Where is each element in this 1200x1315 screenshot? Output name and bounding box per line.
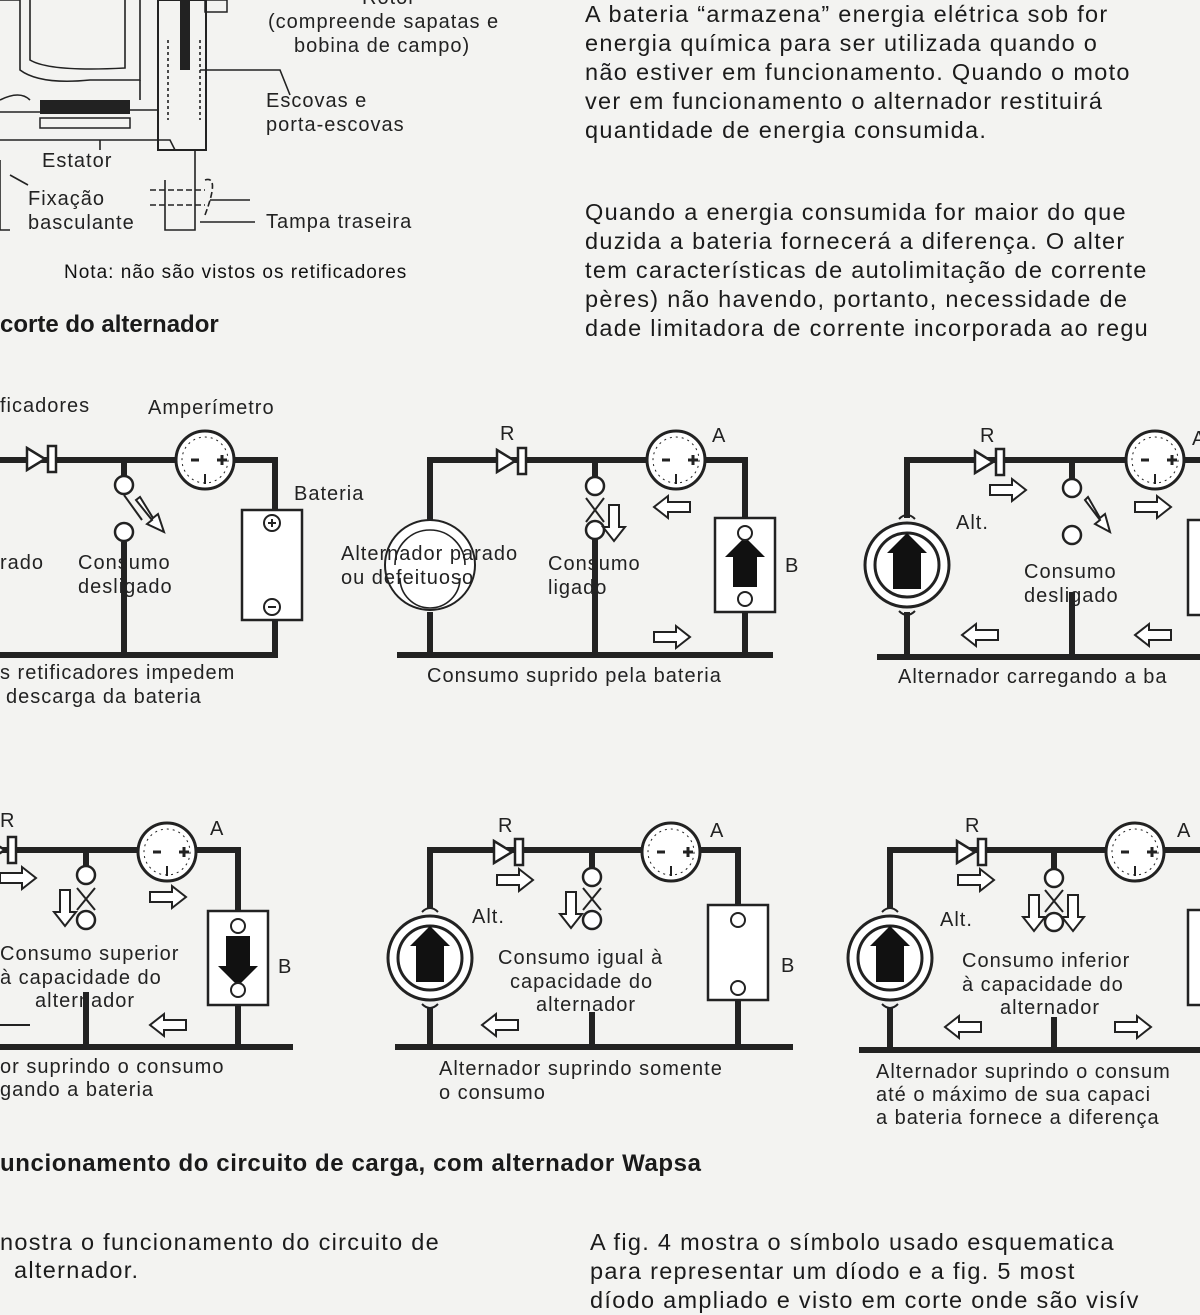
label-nota: Nota: não são vistos os retificadores [64,262,408,283]
paragraph-1-line-2: energia química para ser utilizada quand… [585,30,1099,56]
d1-caption-1: s retificadores impedem [0,662,236,684]
paragraph-1-line-1: A bateria “armazena” energia elétrica so… [585,1,1109,27]
d5-label-a: A [710,820,725,842]
label-rotor: Rotor [362,0,416,10]
circuit-diagram-5 [386,821,793,1050]
d5-consumo-2: capacidade do [510,971,654,993]
circuit-diagram-3 [863,429,1200,660]
d5-label-b: B [781,955,796,977]
d5-caption-1: Alternador suprindo somente [439,1058,723,1080]
circuit-diagram-6 [846,821,1200,1053]
d2-label-b: B [785,555,800,577]
d2-alternador-2: ou defeituoso [341,567,475,589]
d4-consumo-1: Consumo superior [0,943,180,965]
label-escovas-2: porta-escovas [266,114,405,136]
d1-label-retificadores: ficadores [0,395,91,417]
paragraph-1-line-5: quantidade de energia consumida. [585,117,988,143]
label-rotor-desc-2: bobina de campo) [294,35,471,57]
alternator-cross-section [0,0,291,231]
d4-label-a: A [210,818,225,840]
d4-label-b: B [278,956,293,978]
d3-consumo-1: Consumo [1024,561,1117,583]
bottom-left-line-1: nostra o funcionamento do circuito de [0,1229,441,1255]
d4-caption-2: gando a bateria [0,1079,155,1101]
d6-consumo-2: à capacidade do [962,974,1124,996]
d6-consumo-1: Consumo inferior [962,950,1131,972]
d1-caption-2: descarga da bateria [6,686,202,708]
d3-label-alt: Alt. [956,512,989,534]
paragraph-2-line-3: tem características de autolimitação de … [585,257,1148,283]
d1-label-parado: rado [0,552,45,574]
d3-consumo-2: desligado [1024,585,1119,607]
d4-consumo-2: à capacidade do [0,967,162,989]
label-fixacao-2: basculante [28,212,135,234]
label-estator: Estator [42,150,113,172]
d6-caption-2: até o máximo de sua capaci [876,1084,1152,1106]
d4-consumo-3: alternador [35,990,136,1012]
bottom-right-line-2: para representar um díodo e a fig. 5 mos… [590,1258,1076,1284]
d6-caption-3: a bateria fornece a diferença [876,1107,1160,1129]
d4-caption-1: or suprindo o consumo [0,1056,225,1078]
figure-1-caption: corte do alternador [0,311,219,338]
paragraph-2-line-2: duzida a bateria fornecerá a diferença. … [585,228,1126,254]
bottom-left-line-2: alternador. [14,1257,140,1283]
figure-2-caption: uncionamento do circuito de carga, com a… [0,1150,702,1177]
d6-caption-1: Alternador suprindo o consum [876,1061,1171,1083]
d2-label-r: R [500,423,516,445]
d5-label-alt: Alt. [472,906,505,928]
paragraph-2-line-5: dade limitadora de corrente incorporada … [585,315,1150,341]
d2-caption: Consumo suprido pela bateria [427,665,722,687]
d4-label-r: R [0,810,16,832]
d2-alternador-1: Alternador parado [341,543,519,565]
d3-label-r: R [980,425,996,447]
d1-consumo-1: Consumo [78,552,171,574]
circuit-diagram-1 [0,429,304,658]
d1-label-bateria: Bateria [294,483,365,505]
d6-label-r: R [965,815,981,837]
bottom-right-line-3: díodo ampliado e visto em corte onde são… [590,1287,1140,1313]
label-tampa: Tampa traseira [266,211,413,233]
d5-caption-2: o consumo [439,1082,546,1104]
d6-label-a: A [1177,820,1192,842]
d2-consumo-2: ligado [548,577,608,599]
d2-label-a: A [712,425,727,447]
label-rotor-desc-1: (compreende sapatas e [268,11,500,33]
d6-consumo-3: alternador [1000,997,1101,1019]
label-fixacao-1: Fixação [28,188,106,210]
paragraph-1-line-3: não estiver em funcionamento. Quando o m… [585,59,1131,85]
d5-consumo-3: alternador [536,994,637,1016]
d3-label-a: A [1192,428,1200,450]
d5-consumo-1: Consumo igual à [498,947,664,969]
d5-label-r: R [498,815,514,837]
d1-label-amperimetro: Amperímetro [148,397,275,419]
d2-consumo-1: Consumo [548,553,641,575]
paragraph-2-line-1: Quando a energia consumida for maior do … [585,199,1127,225]
label-escovas-1: Escovas e [266,90,368,112]
paragraph-1-line-4: ver em funcionamento o alternador restit… [585,88,1104,114]
d3-caption: Alternador carregando a ba [898,666,1168,688]
d6-label-alt: Alt. [940,909,973,931]
circuit-diagram-2 [384,429,777,658]
d1-consumo-2: desligado [78,576,173,598]
circuit-diagram-4 [0,821,293,1050]
bottom-right-line-1: A fig. 4 mostra o símbolo usado esquemat… [590,1229,1115,1255]
paragraph-2-line-4: pères) não havendo, portanto, necessidad… [585,286,1129,312]
